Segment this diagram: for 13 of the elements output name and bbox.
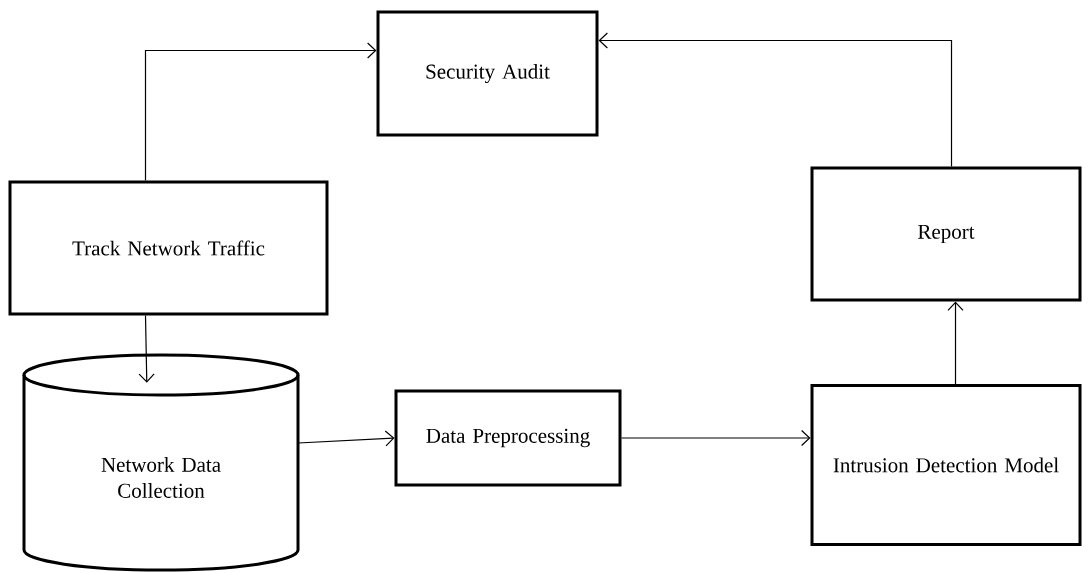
- process-box: Intrusion Detection Model: [810, 384, 1082, 546]
- arrow: [598, 32, 953, 168]
- process-box: Security Audit: [376, 10, 599, 137]
- arrow: [138, 314, 155, 383]
- arrow: [297, 430, 395, 447]
- arrow: [947, 301, 964, 385]
- process-box: Data Preprocessing: [394, 389, 622, 487]
- arrow: [144, 42, 377, 182]
- process-box: Report: [810, 166, 1082, 302]
- process-box: Track Network Traffic: [8, 180, 329, 316]
- database-cylinder: Network Data Collection: [22, 353, 300, 572]
- node-label: Network Data Collection: [101, 457, 221, 498]
- arrow: [620, 429, 811, 447]
